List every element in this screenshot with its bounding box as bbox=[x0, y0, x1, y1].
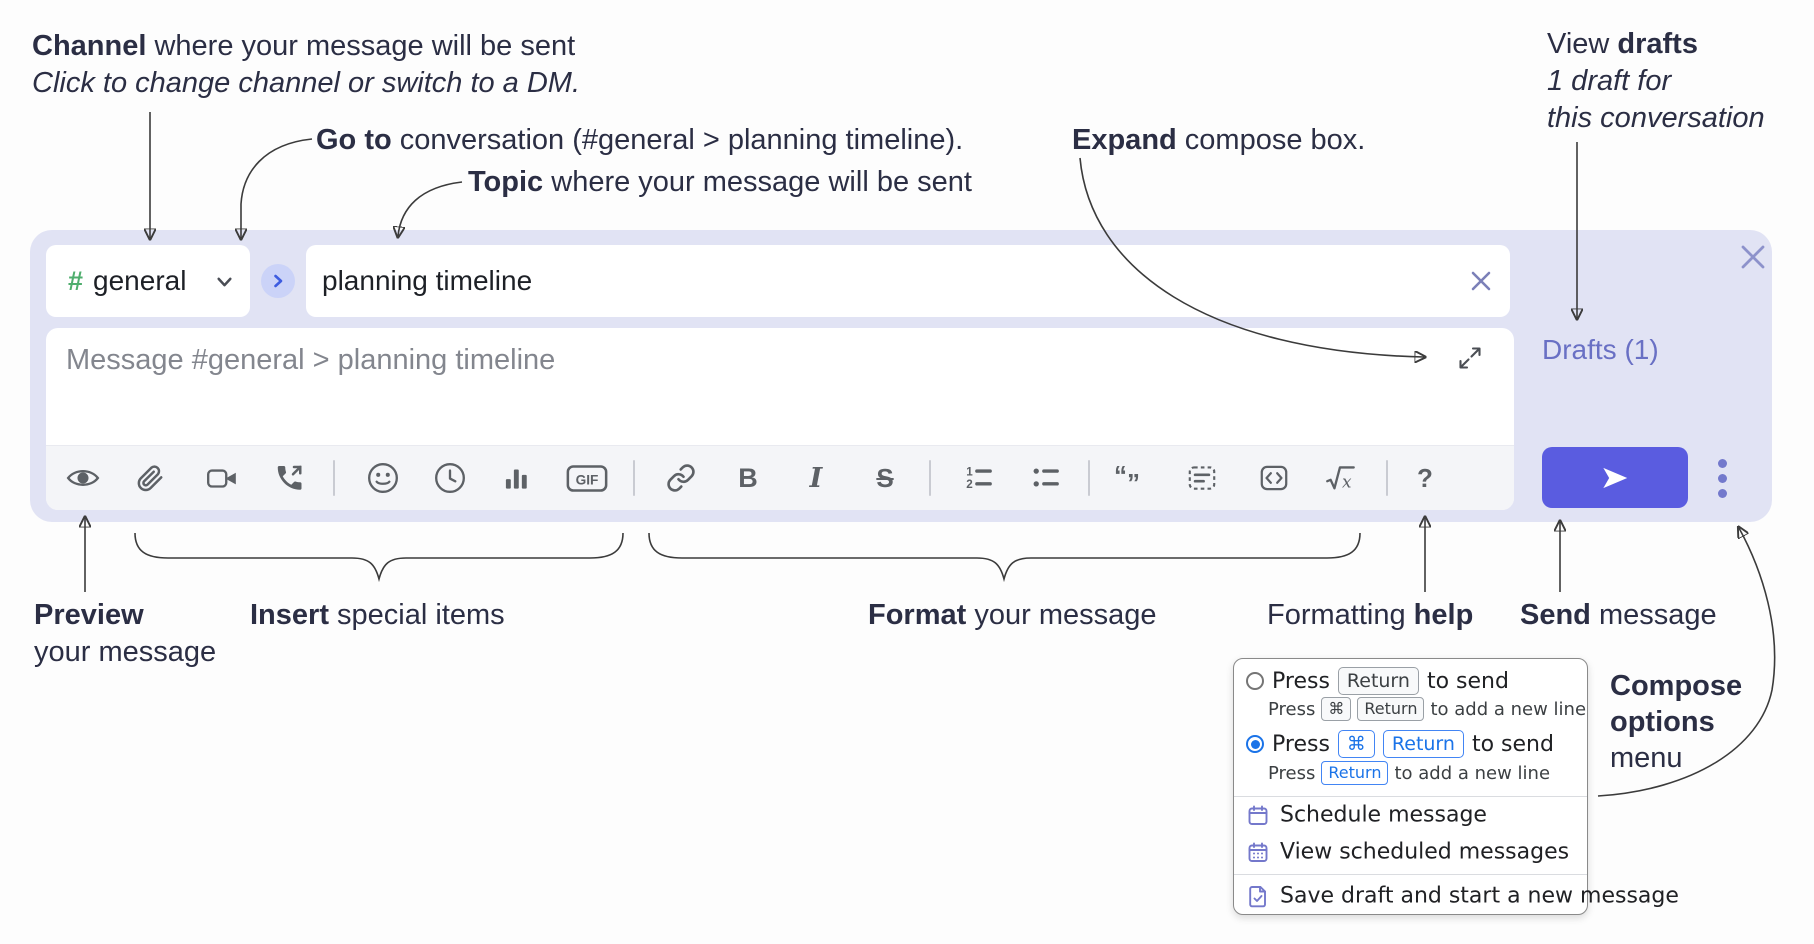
blockquote-icon[interactable]: “” bbox=[1114, 459, 1140, 498]
key-return: Return bbox=[1357, 697, 1425, 721]
send-option-return[interactable]: Press Return to send bbox=[1246, 667, 1509, 695]
send-option-return-subtext: Press ⌘ Return to add a new line bbox=[1268, 697, 1587, 721]
clear-topic-button[interactable] bbox=[1468, 268, 1494, 294]
connector-topic bbox=[398, 181, 463, 236]
annotation-format: Format your message bbox=[868, 599, 1157, 631]
toolbar-divider bbox=[1386, 460, 1388, 496]
svg-text:1: 1 bbox=[966, 465, 973, 478]
annotation-compose-options: Compose options menu bbox=[1610, 670, 1743, 774]
menu-divider bbox=[1234, 874, 1587, 875]
annotation-formatting-help: Formatting help bbox=[1267, 599, 1474, 631]
close-compose-button[interactable] bbox=[1738, 242, 1768, 272]
brace-format-items bbox=[648, 532, 1361, 583]
annotation-channel-line2: Click to change channel or switch to a D… bbox=[32, 67, 581, 99]
toolbar-divider bbox=[333, 460, 335, 496]
toolbar-divider bbox=[929, 460, 931, 496]
svg-text:GIF: GIF bbox=[576, 472, 599, 487]
message-placeholder: Message #general > planning timeline bbox=[66, 344, 556, 376]
annotation-insert: Insert special items bbox=[250, 599, 505, 631]
preview-eye-icon[interactable] bbox=[60, 455, 106, 501]
menu-item-view-scheduled[interactable]: View scheduled messages bbox=[1246, 840, 1569, 865]
audio-call-icon[interactable] bbox=[266, 455, 312, 501]
calendar-icon bbox=[1246, 803, 1270, 827]
topic-value: planning timeline bbox=[322, 265, 533, 296]
channel-selector[interactable]: # general bbox=[46, 245, 250, 317]
gif-icon[interactable]: GIF bbox=[564, 455, 610, 501]
topic-input[interactable]: planning timeline bbox=[306, 245, 1510, 317]
radio-selected[interactable] bbox=[1246, 735, 1264, 753]
menu-divider bbox=[1234, 796, 1587, 797]
poll-bar-chart-icon[interactable] bbox=[493, 455, 539, 501]
annotation-channel-line1: Channel where your message will be sent bbox=[32, 30, 576, 62]
annotation-send: Send message bbox=[1520, 599, 1717, 631]
formatting-help-icon[interactable]: ? bbox=[1417, 462, 1433, 493]
menu-item-save-draft[interactable]: Save draft and start a new message bbox=[1246, 884, 1679, 909]
message-input[interactable]: Message #general > planning timeline bbox=[46, 328, 1514, 510]
expand-compose-icon[interactable] bbox=[1456, 344, 1484, 372]
toolbar-divider bbox=[633, 460, 635, 496]
attach-paperclip-icon[interactable] bbox=[127, 455, 173, 501]
code-block-icon[interactable] bbox=[1179, 455, 1225, 501]
svg-text:2: 2 bbox=[966, 478, 973, 491]
channel-hash-icon: # bbox=[68, 265, 84, 296]
emoji-icon[interactable] bbox=[360, 455, 406, 501]
inline-code-icon[interactable] bbox=[1251, 455, 1297, 501]
annotation-expand: Expand compose box. bbox=[1072, 124, 1366, 156]
chevron-down-icon bbox=[215, 272, 234, 291]
channel-name: general bbox=[93, 265, 187, 296]
connector-goto bbox=[241, 138, 313, 238]
dot bbox=[1717, 458, 1727, 468]
key-cmd: ⌘ bbox=[1321, 697, 1352, 721]
annotation-topic: Topic where your message will be sent bbox=[468, 166, 972, 198]
bold-icon[interactable]: B bbox=[738, 462, 758, 493]
calendar-grid-icon bbox=[1246, 840, 1270, 864]
key-return: Return bbox=[1337, 667, 1419, 695]
annotation-view-drafts: View drafts 1 draft for this conversatio… bbox=[1547, 28, 1765, 134]
video-clip-icon[interactable] bbox=[199, 455, 245, 501]
dot bbox=[1717, 488, 1727, 498]
send-option-cmd-return[interactable]: Press ⌘ Return to send bbox=[1246, 730, 1554, 758]
italic-icon[interactable]: I bbox=[809, 462, 823, 494]
brace-insert-items bbox=[134, 532, 624, 583]
drafts-link[interactable]: Drafts (1) bbox=[1542, 334, 1659, 365]
link-icon[interactable] bbox=[658, 455, 704, 501]
send-option-cmd-return-subtext: Press Return to add a new line bbox=[1268, 761, 1551, 785]
schedule-clock-icon[interactable] bbox=[427, 455, 473, 501]
draft-document-check-icon bbox=[1246, 884, 1270, 908]
dot bbox=[1717, 473, 1727, 483]
bulleted-list-icon[interactable] bbox=[1023, 455, 1069, 501]
radio-unselected[interactable] bbox=[1246, 672, 1264, 690]
formula-icon[interactable]: x bbox=[1318, 455, 1364, 501]
goto-conversation-button[interactable] bbox=[261, 264, 295, 298]
compose-box: # general planning timeline Message #gen… bbox=[30, 230, 1772, 522]
annotation-channel: Channel where your message will be sent … bbox=[32, 28, 580, 102]
send-paper-plane-icon bbox=[1598, 461, 1632, 495]
strikethrough-icon[interactable]: S bbox=[876, 462, 894, 493]
compose-options-menu: Press Return to send Press ⌘ Return to a… bbox=[1233, 658, 1679, 915]
send-button[interactable] bbox=[1542, 447, 1688, 508]
svg-text:x: x bbox=[1342, 472, 1352, 492]
toolbar-divider bbox=[1088, 460, 1090, 496]
chevron-right-icon bbox=[270, 273, 286, 289]
annotation-goto: Go to conversation (#general > planning … bbox=[316, 124, 964, 156]
key-return: Return bbox=[1321, 761, 1389, 785]
compose-options-button[interactable] bbox=[1710, 454, 1734, 502]
key-cmd: ⌘ bbox=[1337, 730, 1375, 758]
key-return: Return bbox=[1382, 730, 1464, 758]
annotation-view-drafts-line1: View drafts bbox=[1547, 28, 1698, 60]
annotation-preview: Preview your message bbox=[34, 599, 217, 668]
menu-item-schedule-message[interactable]: Schedule message bbox=[1246, 803, 1487, 828]
